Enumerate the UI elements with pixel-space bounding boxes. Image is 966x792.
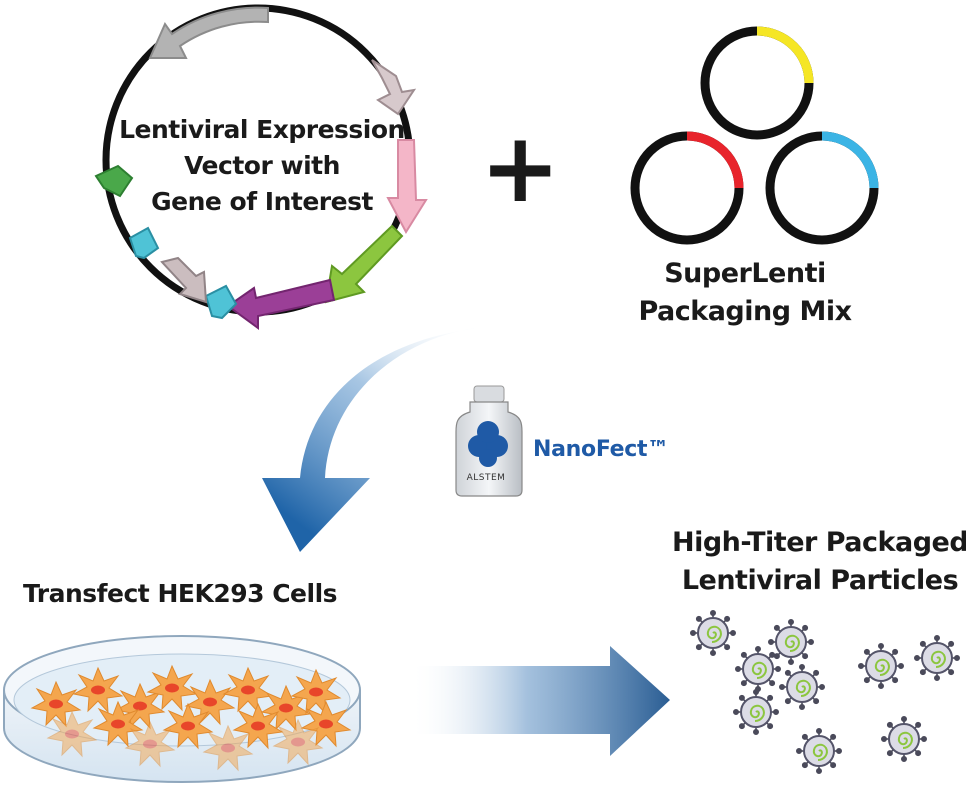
resistance-gene-arrow [226, 278, 336, 330]
packaging-mix-label-line1: SuperLenti [664, 258, 826, 289]
viral-particle [734, 645, 782, 693]
viral-particle [732, 688, 780, 736]
psi-element-arrow [160, 256, 208, 304]
vector-label: Lentiviral Expression Vector with Gene o… [112, 112, 412, 220]
packaging-plasmid-1-gene [756, 26, 814, 84]
ltr-arrow-left [128, 226, 160, 260]
selection-marker-arrow [324, 224, 404, 304]
viral-particle [795, 727, 843, 775]
viral-particle [857, 642, 905, 690]
transfect-step-label: Transfect HEK293 Cells [22, 579, 338, 608]
production-arrow [410, 646, 670, 756]
promoter-arrow [371, 59, 417, 116]
nanofect-bottle-icon [455, 385, 523, 497]
viral-particle [778, 663, 826, 711]
packaging-plasmid-2-gene [686, 131, 744, 189]
ltr-arrow-right [204, 284, 238, 320]
viral-particle [880, 715, 928, 763]
vector-label-line1: Lentiviral Expression [119, 115, 405, 144]
vector-label-line2: Vector with [184, 151, 340, 180]
viral-particle [913, 634, 961, 682]
curved-process-arrow [262, 325, 548, 552]
viral-particles [689, 609, 961, 775]
packaging-mix-label-line2: Packaging Mix [638, 296, 852, 327]
viral-particle [767, 618, 815, 666]
plus-sign: + [480, 112, 561, 224]
result-label-line1: High-Titer Packaged [672, 527, 966, 558]
packaging-mix-label: SuperLenti Packaging Mix [620, 255, 870, 331]
result-label-line2: Lentiviral Particles [681, 565, 959, 596]
vector-label-line3: Gene of Interest [151, 187, 373, 216]
origin-arrow [94, 164, 134, 198]
packaging-plasmid-3-gene [821, 131, 879, 189]
bottle-brand-label: ALSTEM [466, 473, 506, 483]
expression-vector-plasmid [94, 4, 428, 330]
viral-particle [689, 609, 737, 657]
backbone-feature-arrow [148, 6, 269, 59]
petri-dish-hek293 [3, 635, 361, 783]
packaging-mix-plasmids [630, 26, 879, 245]
nanofect-label: NanoFect™ [533, 437, 669, 462]
gene-of-interest-arrow [386, 139, 428, 235]
result-label: High-Titer Packaged Lentiviral Particles [672, 524, 966, 600]
